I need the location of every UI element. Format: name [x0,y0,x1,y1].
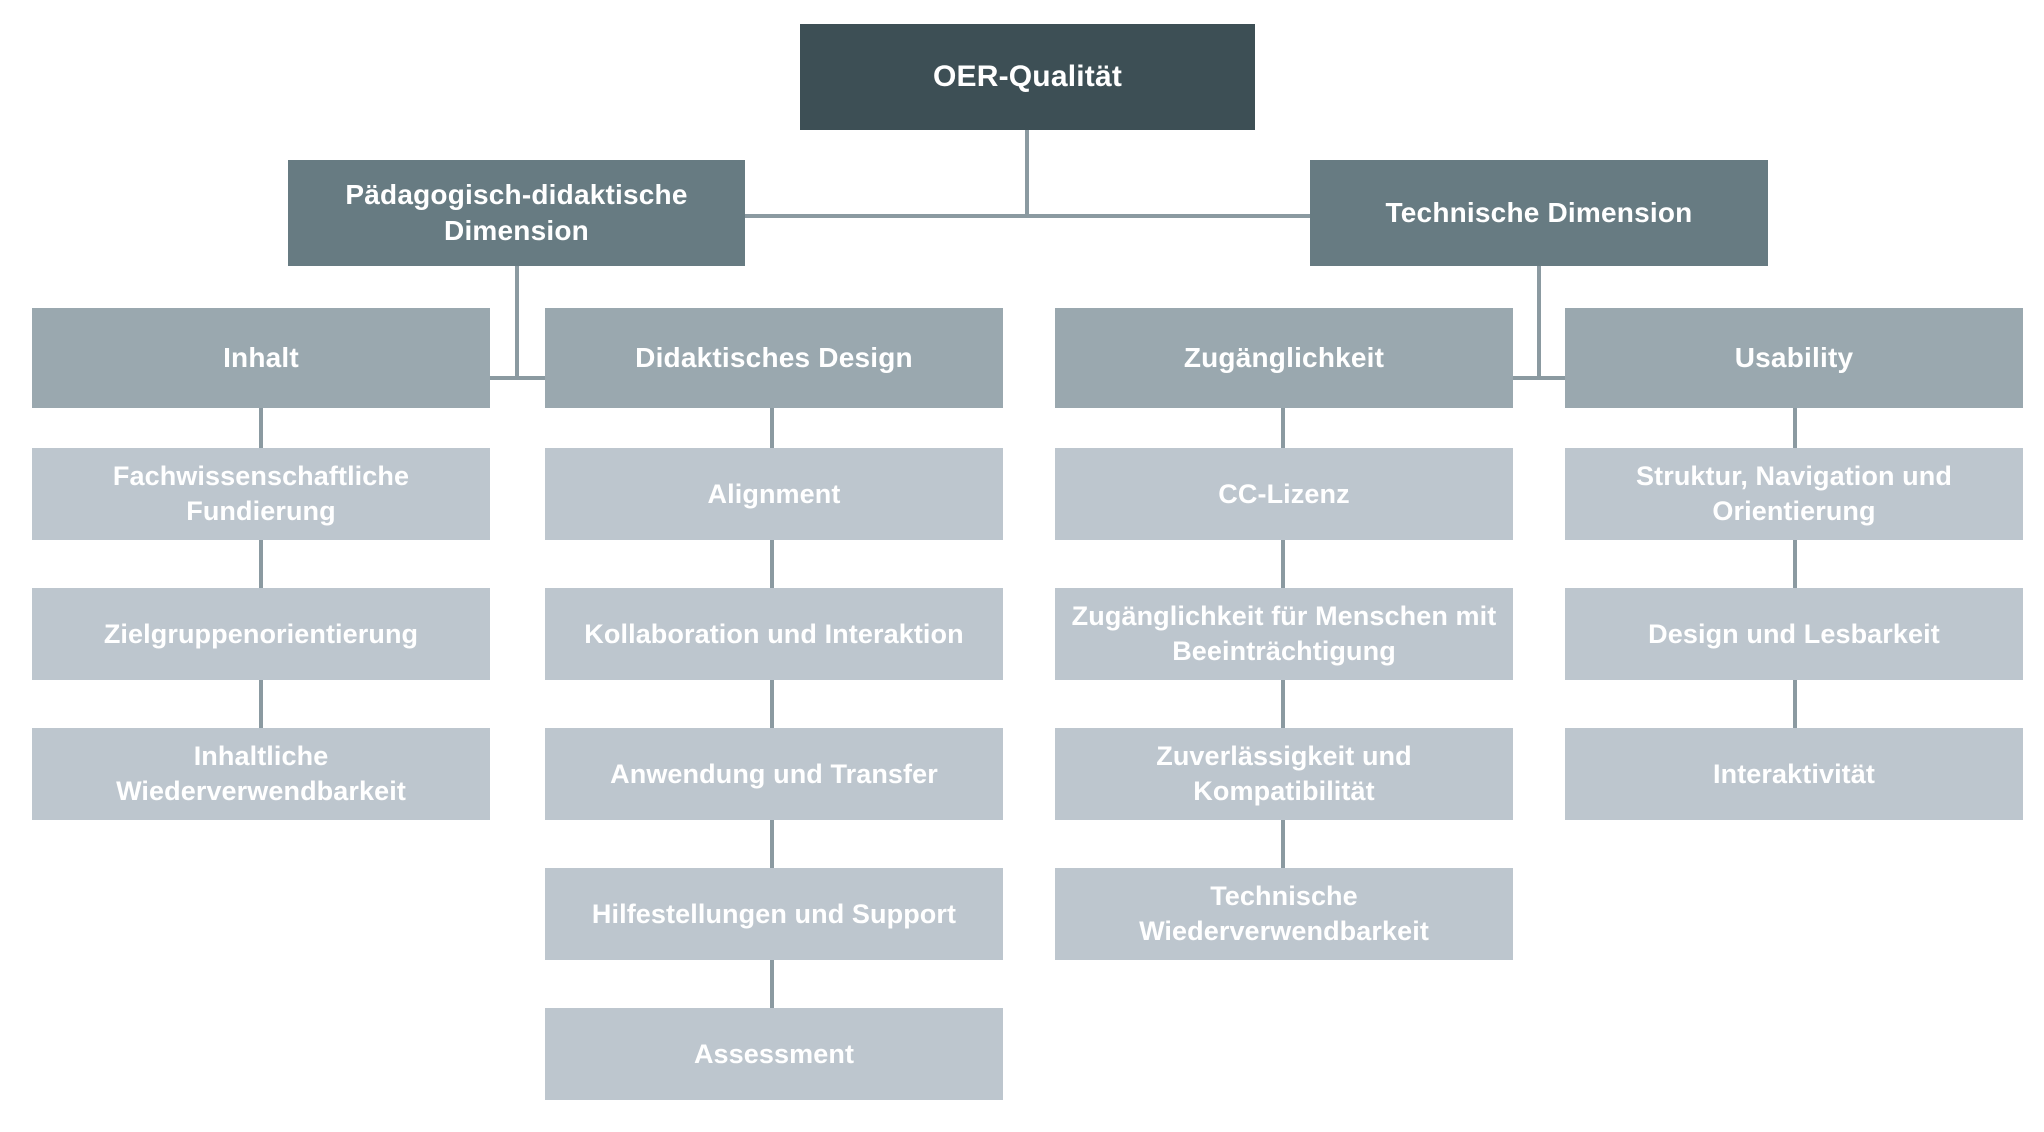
connector-inhalt-2 [259,540,263,588]
dimension-node-label: Pädagogisch-didaktische Dimension [345,179,688,246]
connector-left-dimension-bar [261,376,773,380]
connector-design-5 [770,960,774,1008]
criterion-node-label: Assessment [693,1038,855,1069]
category-node-inhalt[interactable]: Inhalt [32,308,490,408]
connector-right-dimension-bar [1283,376,1795,380]
criterion-node-label: Fachwissenschaftliche Fundierung [112,461,410,526]
criterion-node[interactable]: Alignment [545,448,1003,540]
dimension-node-technisch[interactable]: Technische Dimension [1310,160,1768,266]
criterion-node[interactable]: Interaktivität [1565,728,2023,820]
criterion-node[interactable]: Design und Lesbarkeit [1565,588,2023,680]
criterion-node-label: Interaktivität [1713,758,1875,789]
criterion-node[interactable]: Kollaboration und Interaktion [545,588,1003,680]
criterion-node-label: Hilfestellungen und Support [591,898,957,929]
connector-design-4 [770,820,774,868]
connector-zugang-2 [1281,540,1285,588]
criterion-node-label: Kollaboration und Interaktion [584,618,964,649]
criterion-node[interactable]: Hilfestellungen und Support [545,868,1003,960]
criterion-node[interactable]: Fachwissenschaftliche Fundierung [32,448,490,540]
criterion-node-label: Technische Wiederverwendbarkeit [1139,881,1429,946]
root-node-oer-qualitaet[interactable]: OER-Qualität [800,24,1255,130]
connector-dimension-spine [745,214,1312,218]
category-node-label: Inhalt [223,342,299,374]
criterion-node[interactable]: Anwendung und Transfer [545,728,1003,820]
connector-usability-2 [1793,540,1797,588]
dimension-node-paedagogisch-didaktisch[interactable]: Pädagogisch-didaktische Dimension [288,160,745,266]
category-node-didaktisches-design[interactable]: Didaktisches Design [545,308,1003,408]
criterion-node[interactable]: Inhaltliche Wiederverwendbarkeit [32,728,490,820]
connector-root-stem [1025,130,1029,218]
criterion-node[interactable]: Technische Wiederverwendbarkeit [1055,868,1513,960]
connector-design-3 [770,680,774,728]
connector-design-1 [770,408,774,448]
criterion-node-label: Alignment [707,478,841,509]
connector-right-dimension-stem [1537,266,1541,380]
criterion-node-label: CC-Lizenz [1218,478,1350,509]
criterion-node-label: Design und Lesbarkeit [1648,618,1940,649]
criterion-node[interactable]: Zugänglichkeit für Menschen mit Beeinträ… [1055,588,1513,680]
criterion-node-label: Struktur, Navigation und Orientierung [1636,461,1952,526]
connector-inhalt-3 [259,680,263,728]
criterion-node-label: Zielgruppenorientierung [103,618,419,649]
connector-zugang-1 [1281,408,1285,448]
dimension-node-label: Technische Dimension [1385,197,1693,229]
connector-inhalt-1 [259,408,263,448]
criterion-node[interactable]: Struktur, Navigation und Orientierung [1565,448,2023,540]
category-node-usability[interactable]: Usability [1565,308,2023,408]
criterion-node-label: Zuverlässigkeit und Kompatibilität [1156,741,1412,806]
connector-design-2 [770,540,774,588]
root-node-label: OER-Qualität [932,59,1123,93]
criterion-node[interactable]: Zuverlässigkeit und Kompatibilität [1055,728,1513,820]
category-node-zugaenglichkeit[interactable]: Zugänglichkeit [1055,308,1513,408]
connector-left-dimension-stem [515,266,519,380]
connector-zugang-3 [1281,680,1285,728]
criterion-node-label: Zugänglichkeit für Menschen mit Beeinträ… [1071,601,1497,666]
connector-zugang-4 [1281,820,1285,868]
criterion-node[interactable]: Zielgruppenorientierung [32,588,490,680]
connector-usability-3 [1793,680,1797,728]
criterion-node[interactable]: Assessment [545,1008,1003,1100]
category-node-label: Didaktisches Design [635,342,913,374]
category-node-label: Usability [1734,342,1854,374]
criterion-node[interactable]: CC-Lizenz [1055,448,1513,540]
criterion-node-label: Anwendung und Transfer [610,758,938,789]
category-node-label: Zugänglichkeit [1183,342,1385,374]
criterion-node-label: Inhaltliche Wiederverwendbarkeit [116,741,406,806]
connector-usability-1 [1793,408,1797,448]
